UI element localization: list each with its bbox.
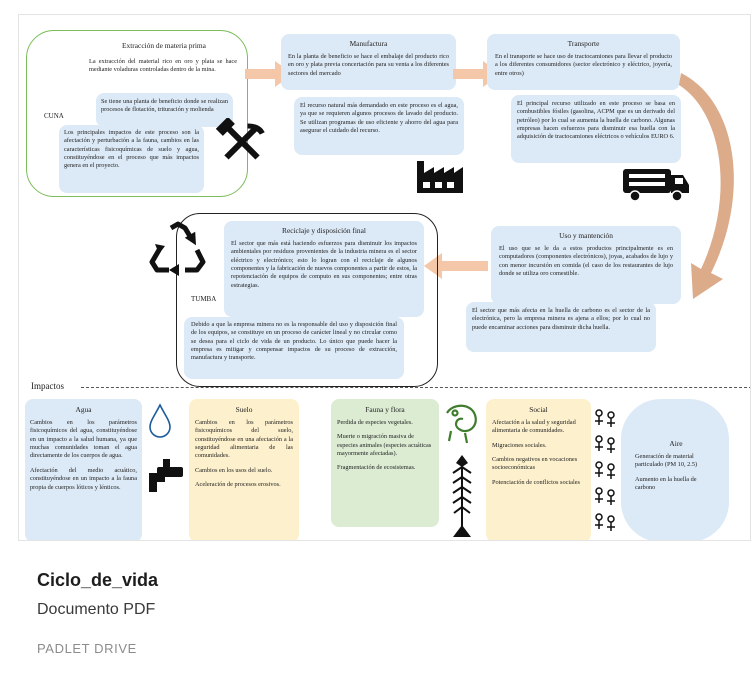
factory-icon	[417, 161, 463, 193]
impact-suelo-text-2: Cambios en los usos del suelo.	[195, 466, 273, 474]
transport-fuel-box: El principal recurso utilizado en este p…	[511, 95, 681, 163]
impact-social-text-1: Afectación a la salud y seguridad alimen…	[492, 419, 576, 435]
impact-fauna-text-3: Fragmentación de ecosistemas.	[337, 464, 416, 472]
cuna-label: CUNA	[44, 112, 64, 120]
impact-agua-text-2: Afectación del medio acuático, constituy…	[30, 466, 137, 491]
tumba-outline	[176, 213, 438, 387]
file-source: PADLET DRIVE	[37, 641, 137, 656]
flow-arrow-left	[424, 253, 488, 279]
recycling-text: El sector que más está haciendo esfuerzo…	[231, 240, 417, 289]
file-type: Documento PDF	[37, 601, 156, 618]
impact-social-text-3: Cambios negativos en vocaciones socioeco…	[492, 456, 578, 472]
impact-agua-text-1: Cambios en los parámetros fisicoquímicos…	[30, 419, 137, 460]
manufacture-title: Manufactura	[349, 39, 388, 48]
manufacture-text: En la planta de beneficio se hace el emb…	[288, 53, 449, 77]
recycling-linear-box: Debido a que la empresa minera no es la …	[184, 317, 404, 379]
recycling-linear-text: Debido a que la empresa minera no es la …	[191, 321, 397, 362]
transport-fuel-text: El principal recurso utilizado en este p…	[517, 100, 675, 141]
impact-fauna-title: Fauna y flora	[365, 405, 405, 414]
extraction-impact-text: Los principales impactos de este proceso…	[64, 129, 199, 170]
impact-suelo-title: Suelo	[235, 405, 253, 414]
impacts-divider	[81, 387, 750, 388]
extraction-plant-box: Se tiene una planta de beneficio donde s…	[96, 93, 233, 127]
manufacture-box: Manufactura En la planta de beneficio se…	[281, 34, 456, 90]
chameleon-icon	[446, 404, 477, 444]
transport-text: En el transporte se hace uso de tractoca…	[495, 53, 672, 77]
pdf-page: CUNA Extracción de materia prima La extr…	[18, 14, 751, 541]
impact-aire-box: Aire Generación de material particulado …	[621, 399, 729, 540]
recycling-box: Reciclaje y disposición final El sector …	[224, 221, 424, 317]
extraction-plant-text: Se tiene una planta de beneficio donde s…	[101, 98, 228, 114]
impact-aire-title: Aire	[669, 439, 683, 448]
transport-title: Transporte	[567, 39, 600, 48]
extraction-impact-box: Los principales impactos de este proceso…	[59, 125, 204, 193]
extraction-text: La extracción del material rico en oro y…	[89, 58, 237, 74]
impact-suelo-text-3: Aceleración de procesos erosivos.	[195, 481, 281, 489]
people-group-icon	[595, 409, 615, 531]
hammer-pick-icon	[216, 118, 265, 160]
use-title: Uso y mantención	[559, 231, 613, 240]
transport-box: Transporte En el transporte se hace uso …	[487, 34, 680, 90]
impact-aire-text-1: Generación de material particulado (PM 1…	[635, 453, 698, 469]
faucet-icon	[149, 459, 183, 492]
impact-aire-text-2: Aumento en la huella de carbono	[635, 475, 697, 492]
impact-suelo-text-1: Cambios en los parámetros fisicoquímicos…	[195, 419, 293, 460]
extraction-title: Extracción de materia prima	[122, 41, 206, 50]
file-title[interactable]: Ciclo_de_vida	[37, 570, 159, 590]
document-preview[interactable]: CUNA Extracción de materia prima La extr…	[0, 0, 751, 541]
use-box: Uso y mantención El uso que se le da a e…	[491, 226, 681, 304]
use-carbon-box: El sector que más afecta en la huella de…	[466, 302, 656, 352]
impact-agua-box: Agua Cambios en los parámetros fisicoquí…	[25, 399, 142, 540]
file-meta-panel	[0, 541, 751, 683]
impact-social-box: Social Afectación a la salud y seguridad…	[486, 399, 591, 540]
manufacture-water-box: El recurso natural más demandado en este…	[294, 97, 464, 155]
fish-skeleton-icon	[452, 455, 472, 537]
recycling-title: Reciclaje y disposición final	[282, 226, 366, 235]
use-carbon-text: El sector que más afecta en la huella de…	[472, 307, 650, 331]
curved-flow-arrow	[679, 73, 734, 299]
impact-agua-title: Agua	[75, 405, 92, 414]
recycle-icon	[149, 221, 206, 276]
impact-social-text-4: Potenciación de conflictos sociales	[492, 478, 580, 486]
impact-fauna-text-1: Perdida de especies vegetales.	[337, 419, 413, 426]
use-text: El uso que se le da a estos productos pr…	[499, 245, 673, 278]
impact-suelo-box: Suelo Cambios en los parámetros fisicoqu…	[189, 399, 299, 540]
impact-fauna-text-2: Muerte o migración masiva de especies an…	[337, 433, 432, 458]
impacts-heading: Impactos	[31, 381, 64, 391]
impact-fauna-box: Fauna y flora Perdida de especies vegeta…	[331, 399, 439, 527]
impact-social-text-2: Migraciones sociales.	[492, 441, 547, 449]
truck-icon	[623, 169, 689, 202]
manufacture-water-text: El recurso natural más demandado en este…	[300, 102, 458, 135]
impact-social-title: Social	[529, 405, 548, 414]
cuna-outline	[26, 30, 248, 197]
water-drop-icon	[149, 403, 171, 438]
tumba-label: TUMBA	[191, 295, 217, 303]
